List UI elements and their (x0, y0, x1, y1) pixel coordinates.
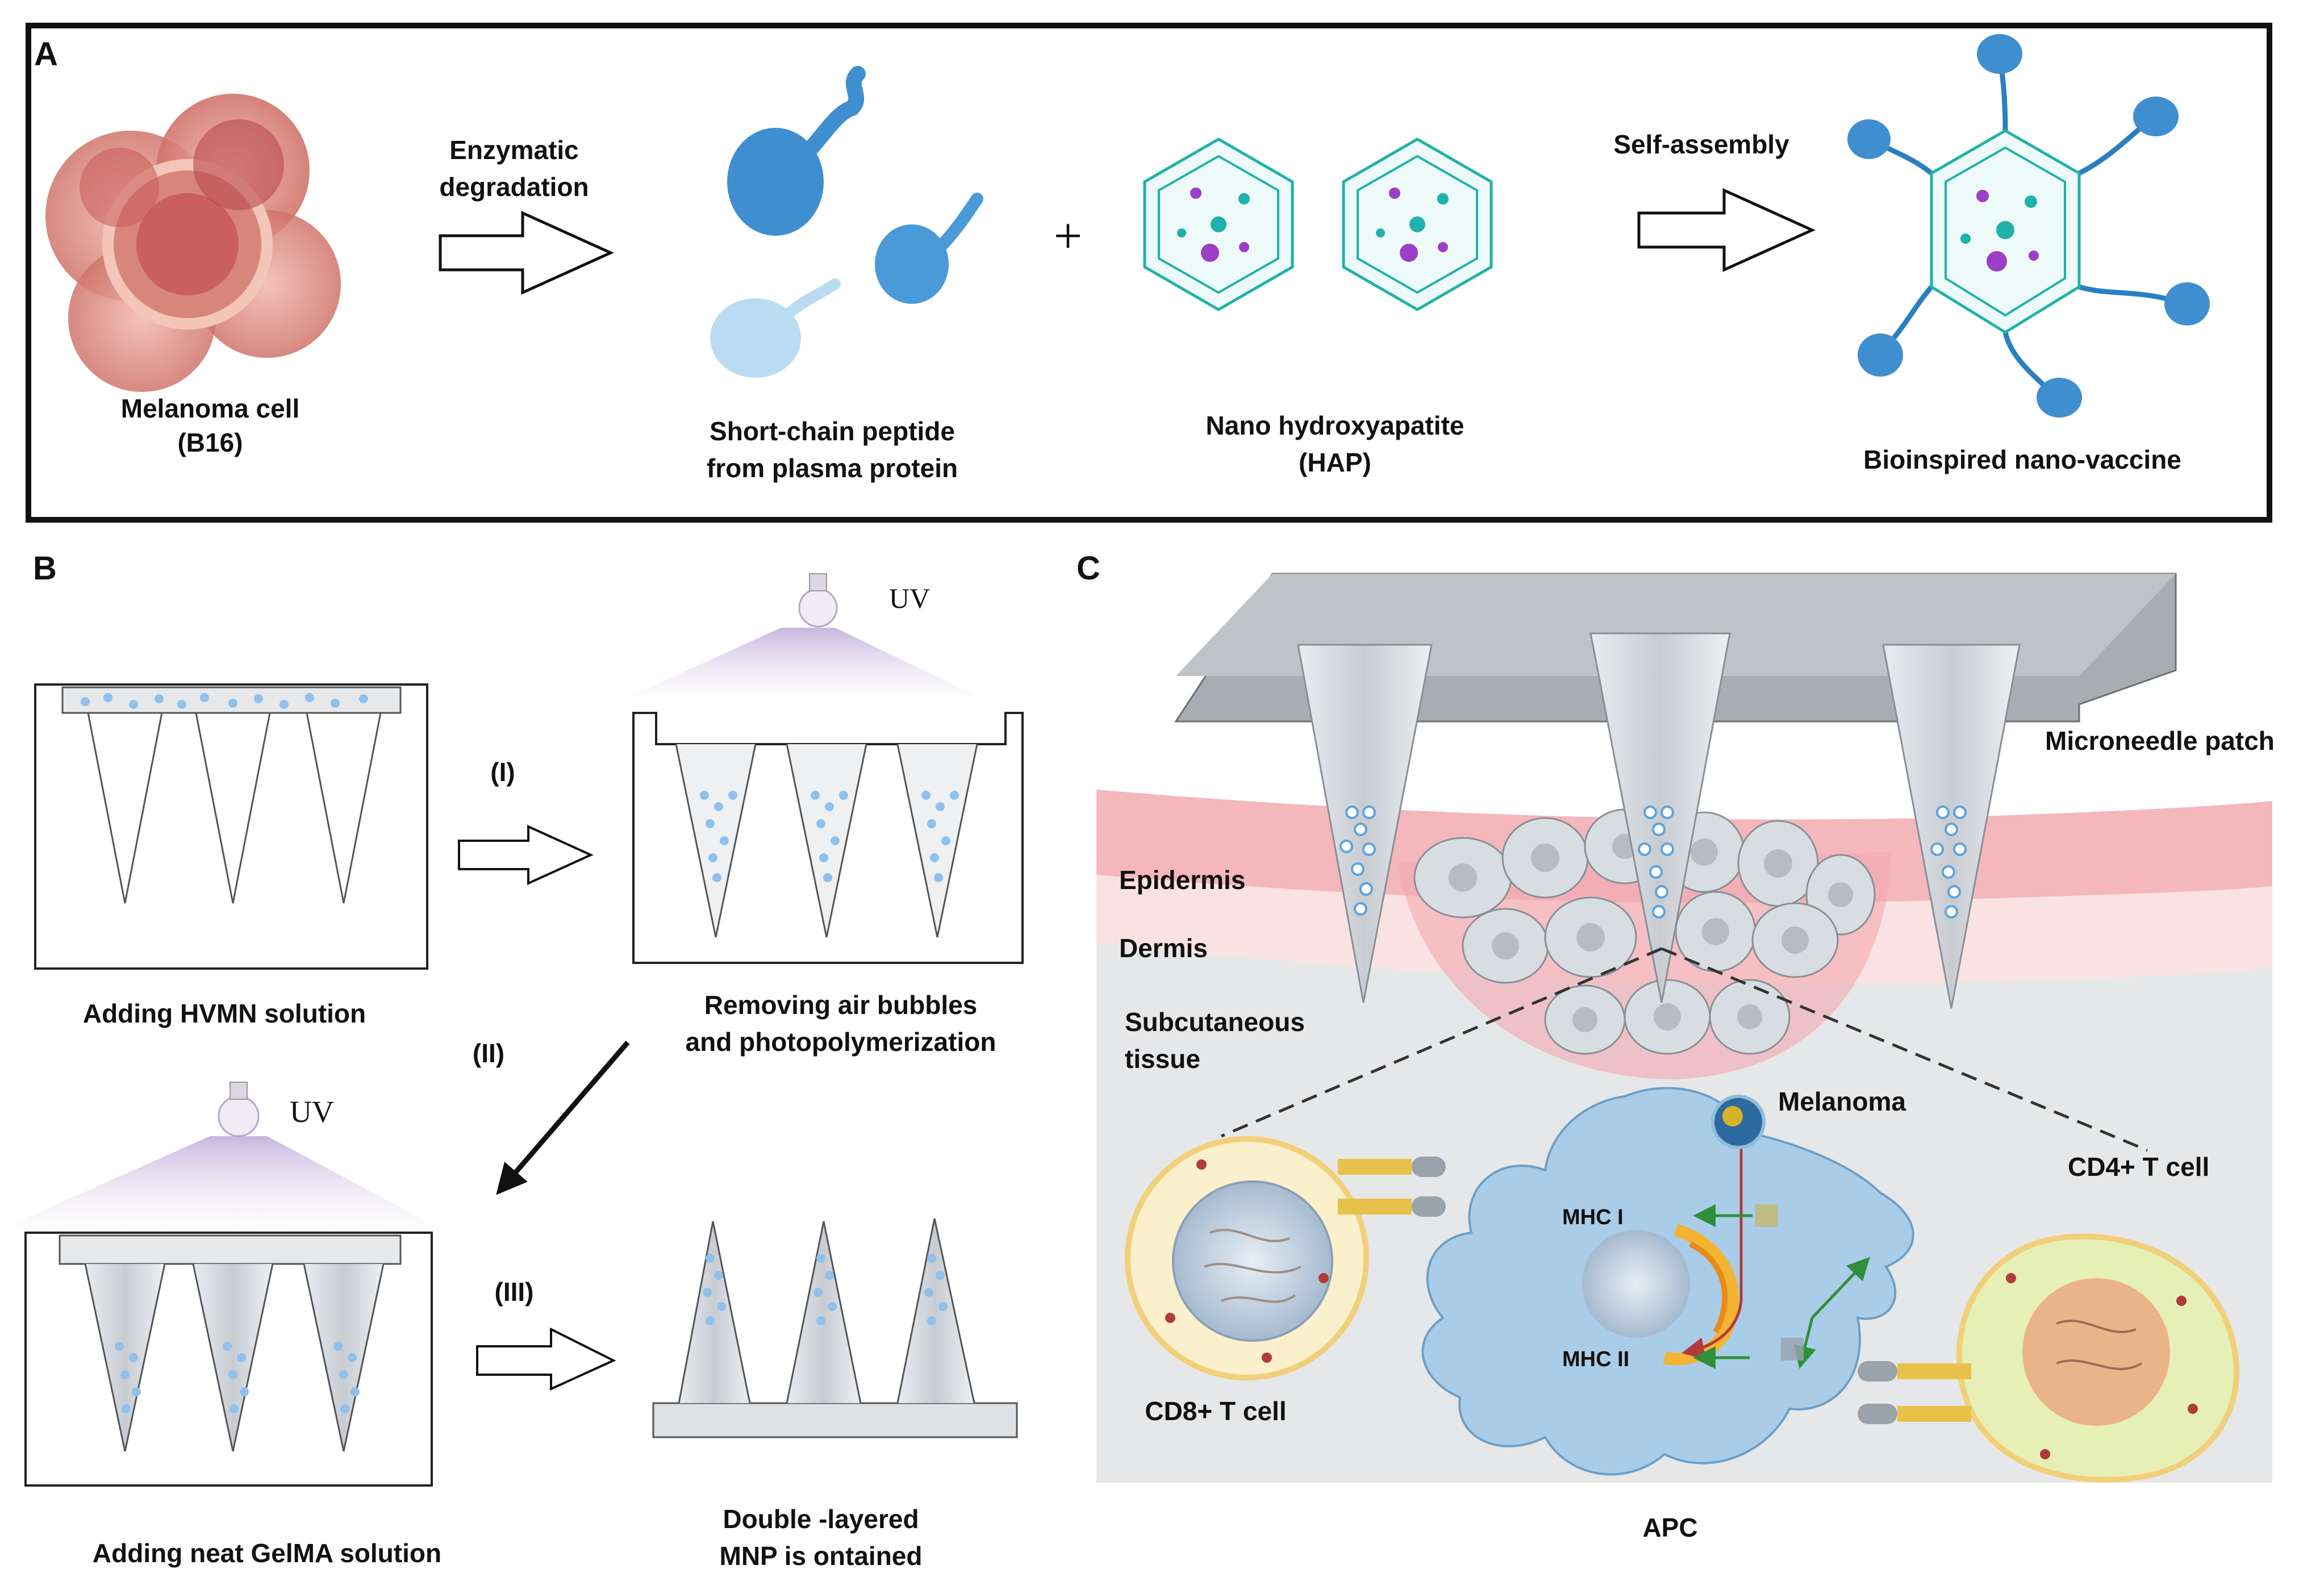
arrow-iii-label: (III) (495, 1277, 534, 1307)
cd4-label: CD4+ T cell (2068, 1152, 2209, 1182)
melanoma-label: Melanoma (1778, 1087, 1906, 1116)
cd8-label: CD8+ T cell (1145, 1396, 1286, 1426)
dermis-label: Dermis (1119, 933, 1208, 963)
melanoma-label-line1: Melanoma cell (121, 394, 299, 423)
nano-vaccine-illustration (1847, 34, 2210, 418)
panel-a: A Melanoma cell (B16) Enzymatic degradat… (26, 23, 2272, 523)
subcutaneous-label-line1: Subcutaneous (1125, 1007, 1305, 1037)
step1-label: Adding HVMN solution (83, 999, 366, 1028)
panel-a-letter: A (34, 36, 58, 73)
hap-hexagon-1 (1143, 137, 1294, 311)
arrow-i-label: (I) (490, 757, 515, 787)
mhc2-label: MHC II (1562, 1347, 1629, 1371)
uv-bulb-icon (798, 588, 838, 628)
mnp-final (652, 1218, 1018, 1438)
peptide-label-line1: Short-chain peptide (710, 416, 955, 446)
arrow-i-icon (458, 824, 594, 886)
uv-label-1: UV (889, 582, 930, 614)
cd8-t-cell (1125, 1136, 1446, 1380)
peptide-illustration (710, 66, 983, 378)
apc-nucleus (1582, 1230, 1690, 1338)
step4-label-line2: MNP is ontained (720, 1541, 923, 1571)
mhc1-label: MHC I (1562, 1205, 1624, 1229)
arrow1-label-line2: degradation (439, 172, 589, 202)
cd4-t-cell (1858, 1233, 2239, 1483)
arrow2-icon (1637, 188, 1816, 272)
panel-c-letter: C (1077, 550, 1100, 587)
panel-b-letter: B (33, 550, 57, 587)
vaccine-label: Bioinspired nano-vaccine (1863, 445, 2181, 474)
uv-lamp-1 (625, 573, 983, 699)
step2-label-line1: Removing air bubbles (704, 990, 978, 1020)
panel-a-frame (26, 23, 2272, 523)
mold-step2 (632, 712, 1024, 964)
hap-label-line1: Nano hydroxyapatite (1206, 411, 1465, 440)
arrow1-label-line1: Enzymatic (449, 135, 579, 165)
step2-label-line2: and photopolymerization (686, 1027, 996, 1057)
uv-label-2: UV (290, 1095, 334, 1129)
mold-step3 (24, 1232, 433, 1487)
subcutaneous-label-line2: tissue (1125, 1044, 1200, 1074)
melanoma-label-line2: (B16) (177, 428, 243, 457)
epidermis-label: Epidermis (1119, 865, 1245, 895)
plus-sign: + (1054, 208, 1083, 264)
mold-step1 (34, 683, 428, 970)
melanoma-cell-illustration (45, 94, 341, 392)
arrow-ii-icon (496, 1041, 630, 1195)
arrow-ii-label: (II) (473, 1038, 504, 1068)
patch-label: Microneedle patch (2045, 726, 2275, 756)
arrow1-icon (439, 211, 615, 295)
step3-label: Adding neat GelMA solution (93, 1538, 441, 1568)
step4-label-line1: Double -layered (723, 1504, 919, 1534)
peptide-label-line2: from plasma protein (707, 453, 958, 483)
arrow-iii-icon (476, 1327, 616, 1391)
hap-label-line2: (HAP) (1299, 448, 1371, 477)
arrow2-label: Self-assembly (1613, 130, 1789, 159)
uv-bulb-icon-2 (218, 1095, 260, 1137)
microneedles (1297, 632, 2021, 1009)
panel-c: C (1077, 550, 2275, 1542)
panel-b: B Adding HVMN solution (I) UV (6, 550, 1024, 1571)
uv-lamp-2 (6, 1082, 437, 1227)
hap-hexagon-2 (1342, 137, 1493, 311)
apc-label: APC (1642, 1513, 1697, 1542)
